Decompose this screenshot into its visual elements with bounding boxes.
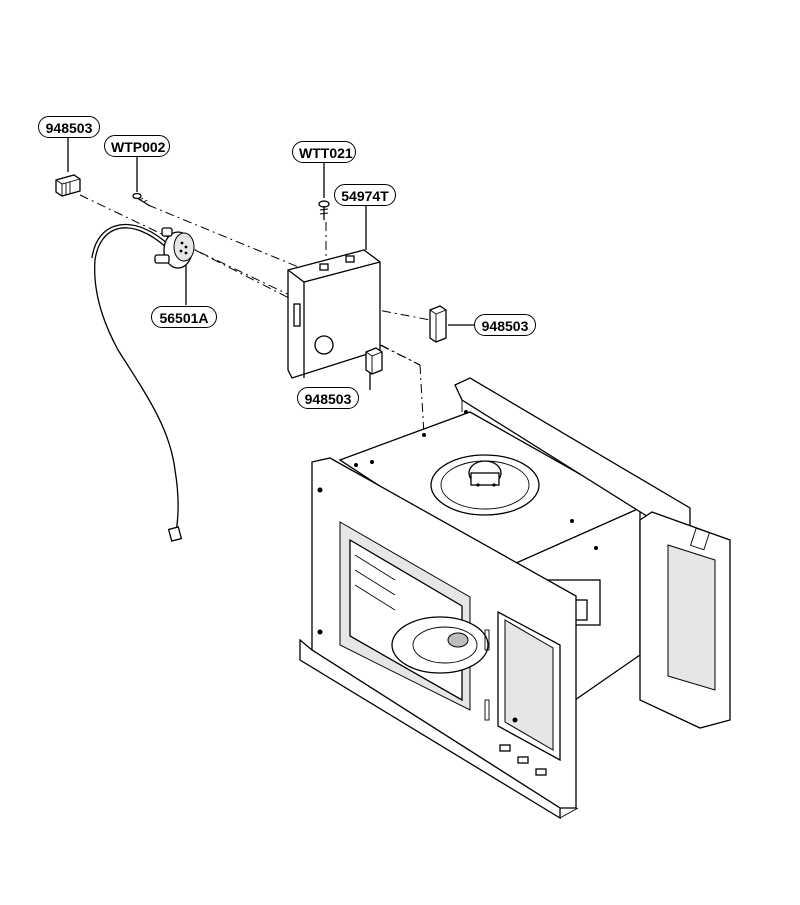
callout-pad-right: 948503: [474, 314, 536, 336]
thermostat-assembly: [91, 223, 195, 542]
callout-screw-wtt021: WTT021: [292, 141, 356, 163]
leader-lines: [67, 138, 474, 390]
callout-bracket: 54974T: [334, 184, 396, 206]
callout-screw-wtp002: WTP002: [104, 135, 170, 157]
callout-pad-bottom: 948503: [297, 387, 359, 409]
pad-right: [429, 305, 447, 343]
microwave-cavity: [299, 377, 731, 820]
callout-thermostat: 56501A: [151, 306, 217, 328]
screw-wtp002: [132, 192, 151, 207]
pad-bottom: [365, 347, 383, 375]
screw-wtt021: [318, 200, 330, 220]
pad-top-left: [55, 174, 81, 197]
callout-pad-top-left: 948503: [38, 116, 100, 138]
